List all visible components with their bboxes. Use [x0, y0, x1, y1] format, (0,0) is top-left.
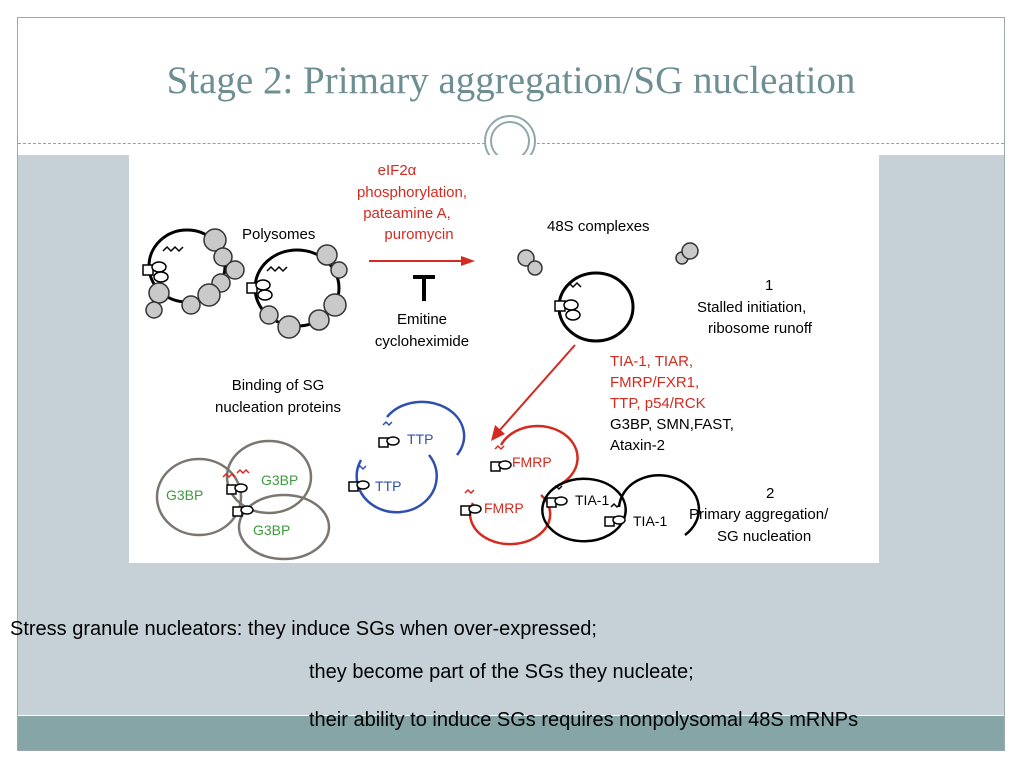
step1-line-1: Stalled initiation,	[697, 299, 806, 316]
body-line-3: their ability to induce SGs requires non…	[309, 709, 859, 731]
inhibition-symbol	[413, 275, 435, 301]
step2-number: 2	[766, 485, 774, 502]
nucleation-arrow-head	[491, 425, 505, 441]
nucleation-arrow-shaft	[498, 344, 576, 432]
g3bp-tails	[222, 468, 250, 479]
complexes-label: 48S complexes	[547, 218, 650, 235]
fmrp-label-1: FMRP	[512, 454, 552, 470]
fmrp-tails	[464, 444, 505, 495]
ttp-tails	[356, 420, 393, 471]
inhibitor-line-2: cycloheximide	[375, 333, 469, 350]
treatment-line-2: phosphorylation,	[357, 184, 467, 201]
tia-tails	[552, 484, 621, 509]
poly-a-tail-2	[266, 265, 288, 273]
g3bp-label-2: G3BP	[261, 472, 298, 488]
stress-granule-diagram: Polysomes eIF2α phosphorylation, pateami…	[129, 155, 879, 563]
ttp-label-2: TTP	[375, 478, 401, 494]
body-line-2: they become part of the SGs they nucleat…	[309, 661, 694, 683]
polysomes-label: Polysomes	[242, 226, 315, 243]
fmrp-labels: FMRP FMRP	[484, 454, 552, 516]
binding-line-1: Binding of SG	[232, 377, 325, 394]
treatment-text: eIF2α phosphorylation, pateamine A, puro…	[357, 162, 467, 243]
protein-list-red: TIA-1, TIAR, FMRP/FXR1, TTP, p54/RCK	[610, 353, 706, 412]
48s-tail	[564, 281, 582, 289]
g3bp-labels: G3BP G3BP G3BP	[166, 472, 298, 538]
polysome-caps	[142, 261, 273, 301]
tia-labels: TIA-1 TIA-1	[575, 492, 667, 529]
tia-label-2: TIA-1	[633, 513, 667, 529]
treatment-line-3: pateamine A,	[363, 205, 451, 222]
treatment-arrow-head	[461, 256, 475, 266]
ttp-loops	[355, 400, 466, 514]
binding-line-2: nucleation proteins	[215, 399, 341, 416]
protein-red-line-2: FMRP/FXR1,	[610, 374, 699, 391]
bottom-band	[18, 716, 1004, 750]
g3bp-label-1: G3BP	[166, 487, 203, 503]
ttp-labels: TTP TTP	[375, 431, 433, 494]
free-subunits	[517, 242, 699, 276]
treatment-line-4: puromycin	[384, 226, 453, 243]
diagram-svg: Polysomes eIF2α phosphorylation, pateami…	[142, 162, 829, 561]
body-line-1: Stress granule nucleators: they induce S…	[10, 618, 597, 640]
fmrp-caps	[460, 460, 512, 516]
protein-black-line-2: Ataxin-2	[610, 437, 665, 454]
g3bp-caps	[226, 483, 254, 517]
step2-line-1: Primary aggregation/	[689, 506, 829, 523]
fmrp-loops	[468, 424, 579, 546]
tia-loops	[541, 474, 701, 543]
poly-a-tail-1	[162, 245, 184, 253]
step2-line-2: SG nucleation	[717, 528, 811, 545]
48s-cap	[554, 299, 581, 321]
ttp-caps	[348, 436, 400, 492]
tia-caps	[546, 496, 626, 527]
step1-number: 1	[765, 277, 773, 294]
tia-label-1: TIA-1	[575, 492, 609, 508]
slide-title: Stage 2: Primary aggregation/SG nucleati…	[166, 59, 856, 102]
step1-line-2: ribosome runoff	[708, 320, 813, 337]
polysome-ribosomes	[145, 228, 348, 339]
ttp-label-1: TTP	[407, 431, 433, 447]
inhibitor-text: Emitine cycloheximide	[375, 311, 469, 350]
fmrp-label-2: FMRP	[484, 500, 524, 516]
binding-label: Binding of SG nucleation proteins	[215, 377, 341, 416]
protein-red-line-1: TIA-1, TIAR,	[610, 353, 693, 370]
g3bp-loops	[155, 439, 331, 561]
g3bp-label-3: G3BP	[253, 522, 290, 538]
treatment-line-1: eIF2α	[378, 162, 417, 179]
protein-list-black: G3BP, SMN,FAST, Ataxin-2	[610, 416, 734, 454]
protein-red-line-3: TTP, p54/RCK	[610, 395, 706, 412]
inhibitor-line-1: Emitine	[397, 311, 447, 328]
protein-black-line-1: G3BP, SMN,FAST,	[610, 416, 734, 433]
polysome-group	[147, 228, 341, 328]
